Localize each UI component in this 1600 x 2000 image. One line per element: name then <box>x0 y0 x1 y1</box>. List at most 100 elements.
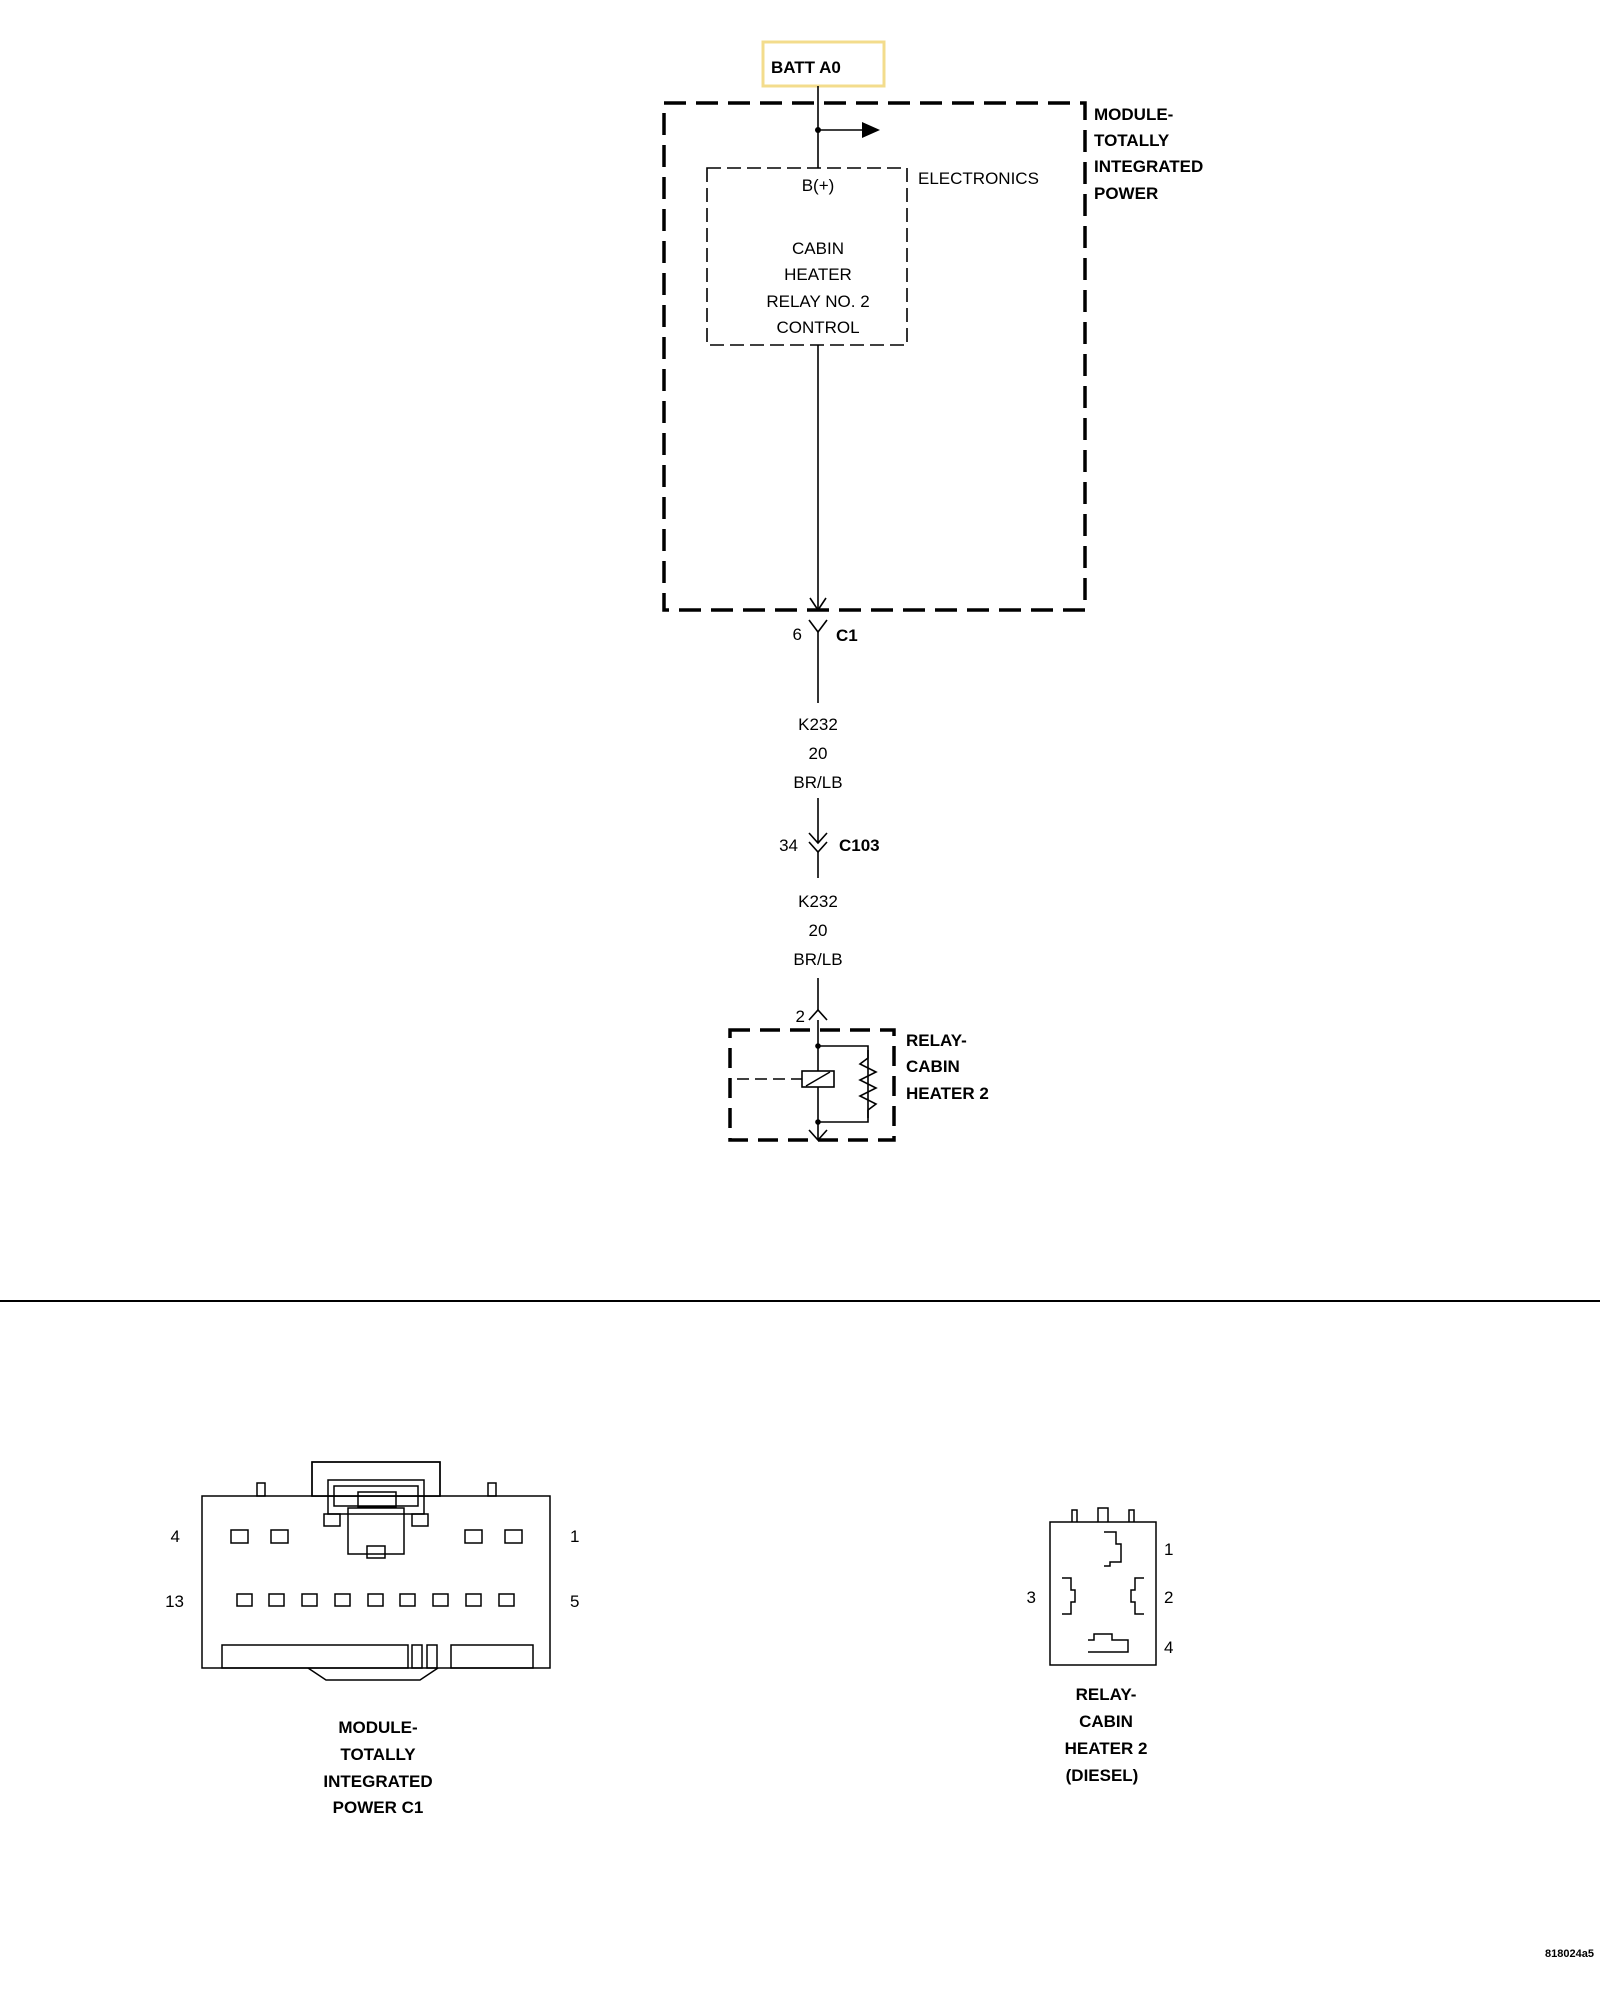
c1-rail-left <box>221 1644 409 1669</box>
c1-housing <box>201 1495 551 1669</box>
c1-latch-inner <box>357 1491 397 1508</box>
c1-view-label-line-3: INTEGRATED <box>323 1772 432 1791</box>
wire-upper-gauge: 20 <box>809 744 828 763</box>
c1-cavity-5 <box>498 1593 515 1607</box>
module-label-line-3: INTEGRATED <box>1094 157 1203 176</box>
relay-view-pin-4: 4 <box>1164 1638 1173 1657</box>
relay-coil-winding <box>805 1071 831 1087</box>
wire-lower-color: BR/LB <box>793 950 842 969</box>
c103-connector-name: C103 <box>839 836 880 855</box>
relay-view-label: RELAY- CABIN HEATER 2 (DIESEL) <box>1065 1685 1148 1785</box>
c1-latch-outline <box>311 1461 441 1497</box>
batt-label-text: BATT A0 <box>771 58 841 77</box>
relay-view-pin-numbers: 1 2 3 4 <box>1027 1540 1174 1657</box>
relay-view-pin-3: 3 <box>1027 1588 1036 1607</box>
c103-male-terminal <box>808 832 828 845</box>
c1-pin-number: 6 <box>793 625 802 644</box>
control-label-line-3: RELAY NO. 2 <box>766 292 869 311</box>
relay-view-label-line-1: RELAY- <box>1076 1685 1137 1704</box>
c1-latch-tab <box>366 1545 386 1559</box>
control-label: CABIN HEATER RELAY NO. 2 CONTROL <box>766 239 869 337</box>
relay-view-pin-1: 1 <box>1164 1540 1173 1559</box>
module-label-line-1: MODULE- <box>1094 105 1173 124</box>
internal-branch-arrow <box>862 122 880 138</box>
c1-cavity-2 <box>464 1529 483 1544</box>
relay-boundary <box>728 1028 896 1142</box>
relay-terminal-1 <box>1104 1531 1122 1567</box>
electronics-label: ELECTRONICS <box>918 169 1039 188</box>
c1-view-pin-4: 4 <box>171 1527 180 1546</box>
control-label-line-1: CABIN <box>792 239 844 258</box>
c1-bottom-skirt <box>307 1667 439 1681</box>
c1-latch-tower <box>311 1461 441 1497</box>
relay-terminal-2 <box>1130 1577 1144 1615</box>
c1-cavity-13 <box>236 1593 253 1607</box>
relay-view-bump-right <box>1128 1509 1135 1522</box>
c1-latch-outer <box>327 1479 425 1515</box>
c1-cavity-1 <box>504 1529 523 1544</box>
c1-connector-name: C1 <box>836 626 858 645</box>
relay-label: RELAY- CABIN HEATER 2 <box>906 1031 989 1103</box>
c1-cavity-10 <box>334 1593 351 1607</box>
relay-label-line-2: CABIN <box>906 1057 960 1076</box>
relay-connector-view[interactable] <box>1049 1507 1157 1666</box>
batt-a0-label[interactable]: BATT A0 <box>761 40 886 88</box>
c1-cavity-3 <box>270 1529 289 1544</box>
c1-cavity-6 <box>465 1593 482 1607</box>
c1-key-1 <box>411 1644 423 1669</box>
relay-view-label-line-3: HEATER 2 <box>1065 1739 1148 1758</box>
bplus-label: B(+) <box>802 176 835 195</box>
c103-pin-number: 34 <box>779 836 798 855</box>
relay-view-bump-left <box>1071 1509 1078 1522</box>
relay-label-line-3: HEATER 2 <box>906 1084 989 1103</box>
relay-view-label-line-4: (DIESEL) <box>1066 1766 1139 1785</box>
c1-cavity-11 <box>301 1593 318 1607</box>
wire-k232-upper-label: K232 20 BR/LB <box>793 715 842 792</box>
control-label-line-4: CONTROL <box>776 318 859 337</box>
c1-cavity-9 <box>367 1593 384 1607</box>
module-c1-pin-numbers: 4 1 13 5 <box>165 1527 579 1611</box>
relay-terminal-4 <box>1088 1633 1129 1653</box>
c1-cavity-8 <box>399 1593 416 1607</box>
c1-cavity-4 <box>230 1529 249 1544</box>
module-label-line-4: POWER <box>1094 184 1158 203</box>
relay-terminal-3 <box>1062 1577 1076 1615</box>
module-c1-label: MODULE- TOTALLY INTEGRATED POWER C1 <box>323 1718 432 1817</box>
electronics-box <box>706 167 908 346</box>
batt-label-highlight <box>761 40 886 88</box>
wire-k232-lower-label: K232 20 BR/LB <box>793 892 842 969</box>
connector-c1[interactable]: 6 C1 <box>793 619 858 645</box>
c1-latch-right-ear <box>411 1513 429 1527</box>
relay-pin2-terminal <box>808 1008 828 1021</box>
c1-cavity-7 <box>432 1593 449 1607</box>
control-label-line-2: HEATER <box>784 265 852 284</box>
c1-view-pin-13: 13 <box>165 1592 184 1611</box>
relay-cabin-heater-2[interactable] <box>728 1020 896 1142</box>
relay-label-line-1: RELAY- <box>906 1031 967 1050</box>
c1-cavity-12 <box>268 1593 285 1607</box>
module-boundary <box>662 101 1087 612</box>
c1-view-label-line-2: TOTALLY <box>340 1745 416 1764</box>
c1-view-label-line-1: MODULE- <box>338 1718 417 1737</box>
c1-rail-right <box>450 1644 534 1669</box>
c1-latch-left-ear <box>323 1513 341 1527</box>
module-c1-connector-view[interactable] <box>201 1461 551 1681</box>
relay-view-label-line-2: CABIN <box>1079 1712 1133 1731</box>
wire-upper-circuit: K232 <box>798 715 838 734</box>
c1-peg-left <box>256 1482 266 1497</box>
relay-view-pin-2: 2 <box>1164 1588 1173 1607</box>
c1-key-2 <box>426 1644 438 1669</box>
wire-lower-circuit: K232 <box>798 892 838 911</box>
relay-view-bump-mid <box>1097 1507 1109 1522</box>
connector-c103[interactable]: 34 C103 <box>779 832 880 855</box>
c1-view-pin-5: 5 <box>570 1592 579 1611</box>
figure-id: 818024a5 <box>1545 1948 1594 1960</box>
c1-male-terminal <box>809 597 827 612</box>
c1-peg-right <box>487 1482 497 1497</box>
c1-latch-body <box>347 1507 405 1555</box>
c1-view-pin-1: 1 <box>570 1527 579 1546</box>
relay-view-housing <box>1049 1521 1157 1666</box>
suppression-resistor <box>858 1050 878 1118</box>
c1-female-terminal <box>808 619 828 634</box>
